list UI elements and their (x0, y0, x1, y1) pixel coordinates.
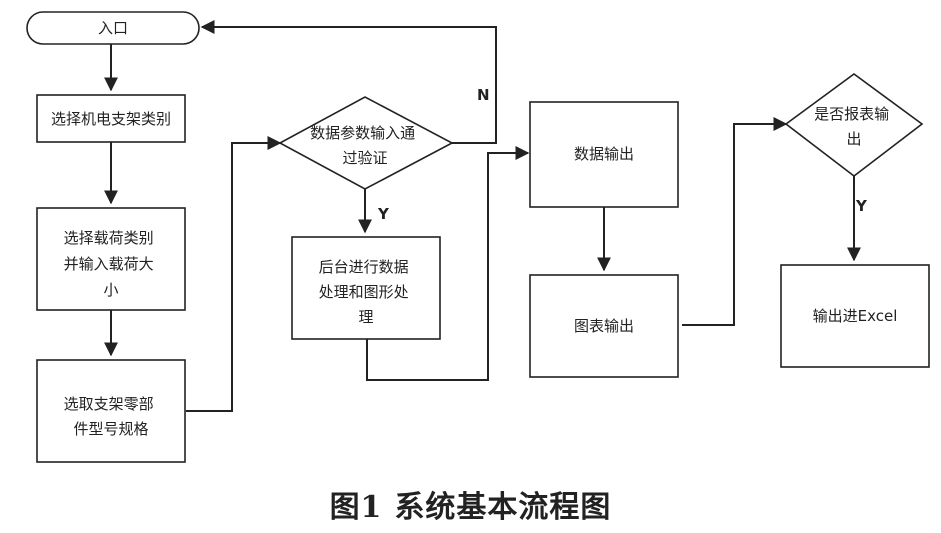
connector-process-dataoutput (366, 146, 530, 381)
branch-label-yes-report: Y (855, 197, 868, 215)
validate-label: 数据参数输入通 过验证 (310, 124, 420, 167)
entry-label: 入口 (98, 19, 128, 37)
data-output-box (529, 101, 679, 208)
validate-decision (278, 96, 454, 190)
report-decision-label: 是否报表输 出 (814, 105, 894, 148)
excel-output-label: 输出进Excel (813, 307, 898, 325)
data-output-label: 数据输出 (574, 145, 634, 163)
process-box (291, 236, 441, 340)
select-load-label: 选择载荷类别 并输入载荷大 小 (64, 229, 159, 299)
chart-output-label: 图表输出 (574, 317, 634, 335)
select-category-box (36, 94, 186, 143)
chart-output-box (529, 274, 679, 378)
figure-caption: 图1 系统基本流程图 (0, 482, 941, 526)
report-decision (784, 73, 924, 178)
connector-validate-no-entry (200, 20, 497, 144)
caption-number: 图1 (329, 490, 383, 525)
select-parts-box (36, 359, 186, 463)
branch-label-no: N (477, 86, 490, 104)
connector-parts-validate (186, 136, 282, 412)
caption-title: 系统基本流程图 (394, 490, 612, 525)
select-parts-label: 选取支架零部 件型号规格 (64, 395, 159, 438)
select-load-box (36, 207, 186, 311)
process-label: 后台进行数据 处理和图形处 理 (319, 258, 414, 326)
entry-terminal (26, 11, 200, 45)
excel-output-box (780, 264, 930, 368)
flowchart: 入口 选择机电支架类别 选择载荷类别 并输入载荷大 小 选取支架零部 件型号规格… (26, 11, 930, 463)
branch-label-yes-validate: Y (377, 205, 390, 223)
select-category-label: 选择机电支架类别 (51, 110, 171, 128)
connector-chartoutput-decision (682, 117, 788, 326)
